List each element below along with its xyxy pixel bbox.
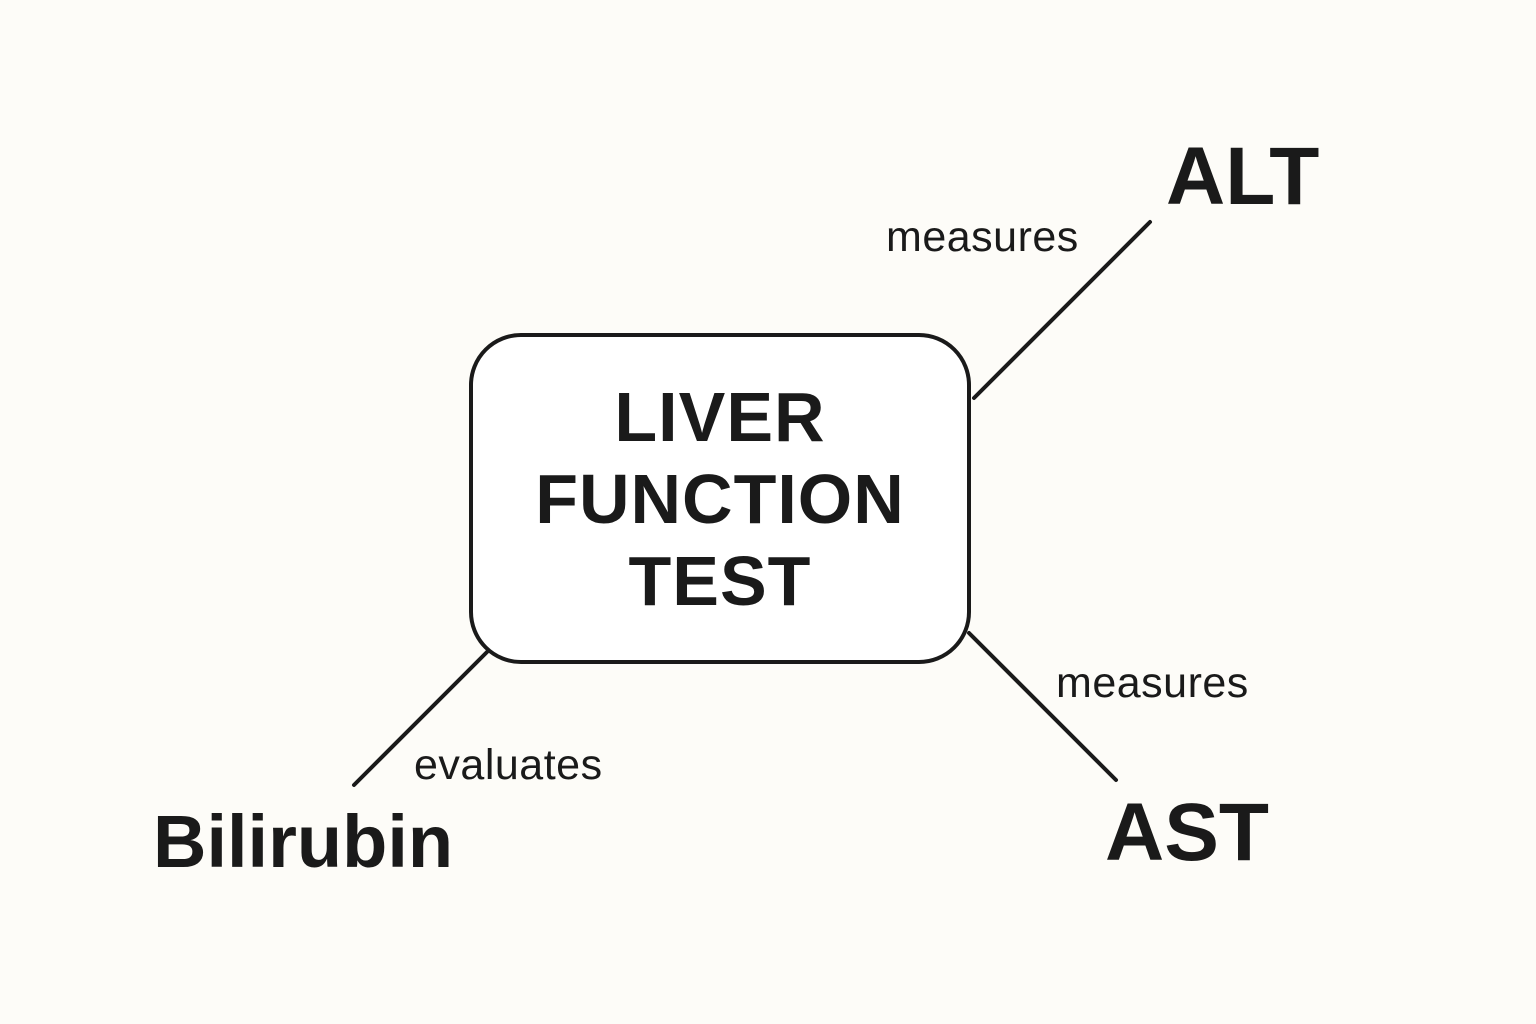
edge-label-alt-measures: measures <box>886 213 1079 261</box>
edge-label-ast-measures: measures <box>1056 659 1249 707</box>
node-bilirubin: Bilirubin <box>153 800 454 883</box>
node-alt: ALT <box>1166 131 1320 222</box>
node-ast: AST <box>1105 787 1269 878</box>
center-title-line-3: TEST <box>628 541 812 620</box>
connector-alt <box>972 220 1152 400</box>
center-title-line-1: LIVER <box>614 377 826 456</box>
center-node-liver-function-test: LIVER FUNCTION TEST <box>469 333 971 664</box>
center-title-line-2: FUNCTION <box>535 459 905 538</box>
connector-bilirubin <box>352 650 489 787</box>
edge-label-bilirubin-evaluates: evaluates <box>414 741 603 789</box>
connector-ast <box>967 631 1118 782</box>
